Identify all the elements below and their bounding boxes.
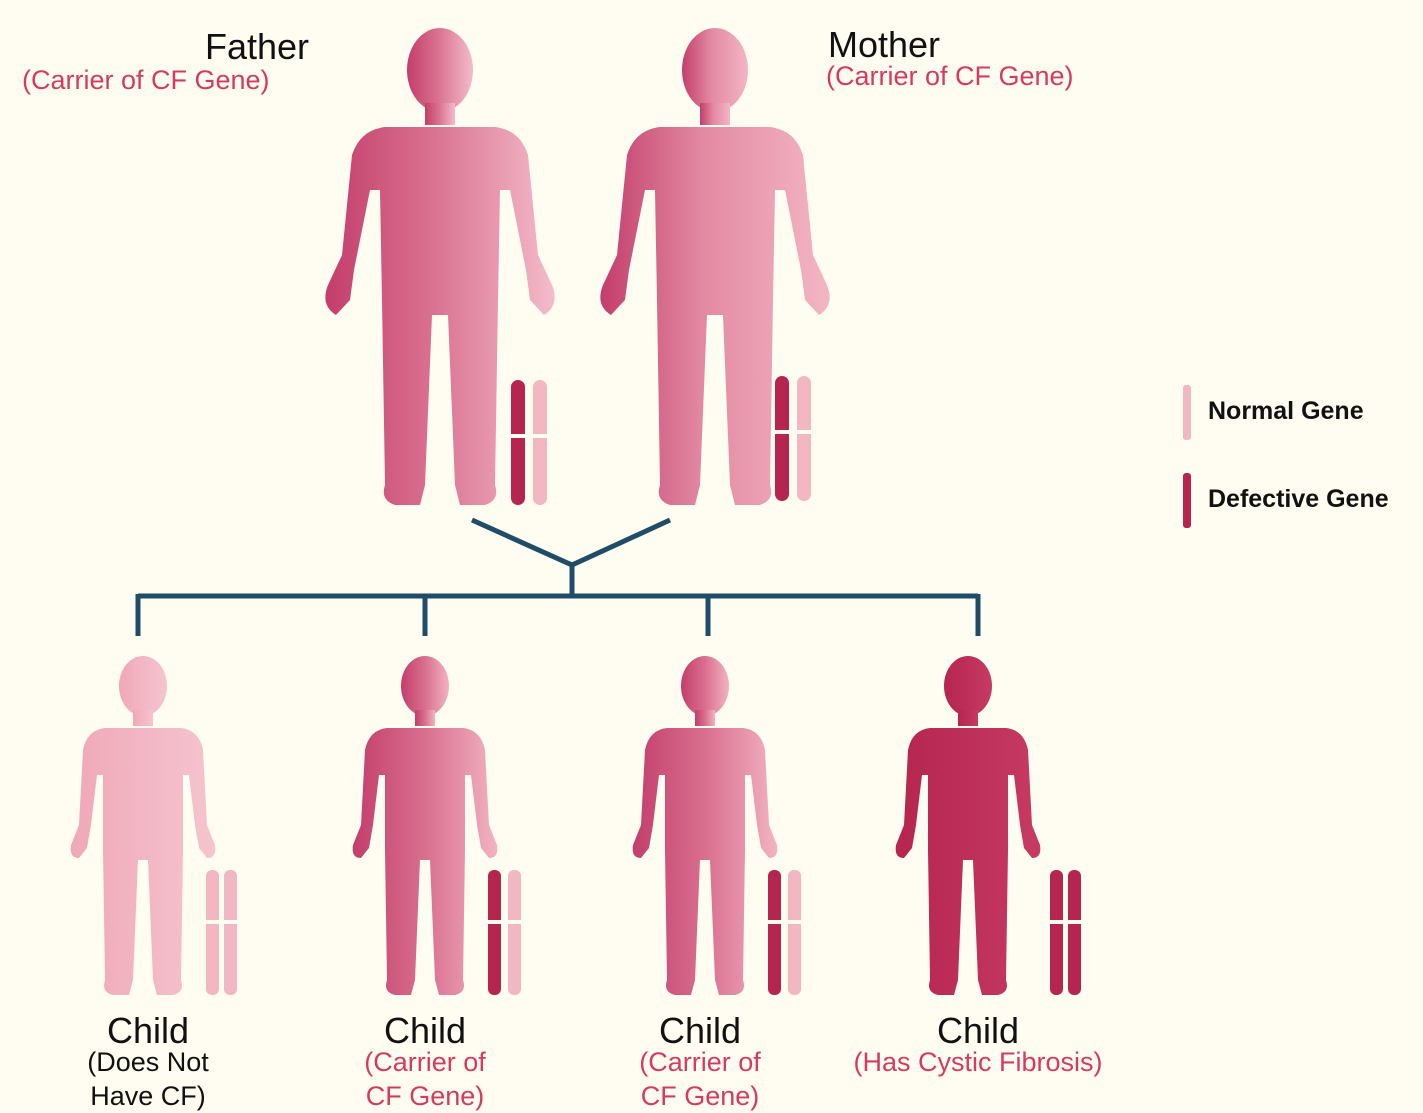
inheritance-connector [138,520,978,636]
child-2-figure [353,656,498,995]
father-status: (Carrier of CF Gene) [22,66,270,94]
child-4-status-line1: (Has Cystic Fibrosis) [828,1048,1128,1076]
child-4-label: Child [918,1012,1038,1050]
child-2-chromosomes [486,870,524,995]
father-normal-chromosome [533,380,547,505]
child-1-status-line2: Have CF) [58,1082,238,1110]
legend-defective-swatch [1183,473,1191,528]
child-1-label: Child [88,1012,208,1050]
child-2-status-line2: CF Gene) [330,1082,520,1110]
child-1-figure [71,656,216,995]
mother-normal-chromosome [797,376,811,501]
mother-defective-chromosome [775,376,789,501]
child-2-status-line1: (Carrier of [330,1048,520,1076]
legend-defective-label: Defective Gene [1208,486,1389,512]
child-3-label: Child [640,1012,760,1050]
child-4-figure [896,656,1041,995]
child-2-label: Child [365,1012,485,1050]
child-3-chromosomes [766,870,804,995]
father-chromosomes [509,380,549,505]
father-label: Father [205,28,309,66]
father-defective-chromosome [511,380,525,505]
mother-label: Mother [828,26,940,64]
child-3-status-line1: (Carrier of [605,1048,795,1076]
child-4-chromosomes [1048,870,1084,995]
mother-chromosomes [773,376,813,501]
child-3-status-line2: CF Gene) [605,1082,795,1110]
mother-status: (Carrier of CF Gene) [826,62,1074,90]
legend-normal-swatch [1183,385,1191,440]
child-1-chromosomes [204,870,240,995]
child-1-status-line1: (Does Not [58,1048,238,1076]
child-3-figure [633,656,778,995]
legend-normal-label: Normal Gene [1208,398,1364,424]
